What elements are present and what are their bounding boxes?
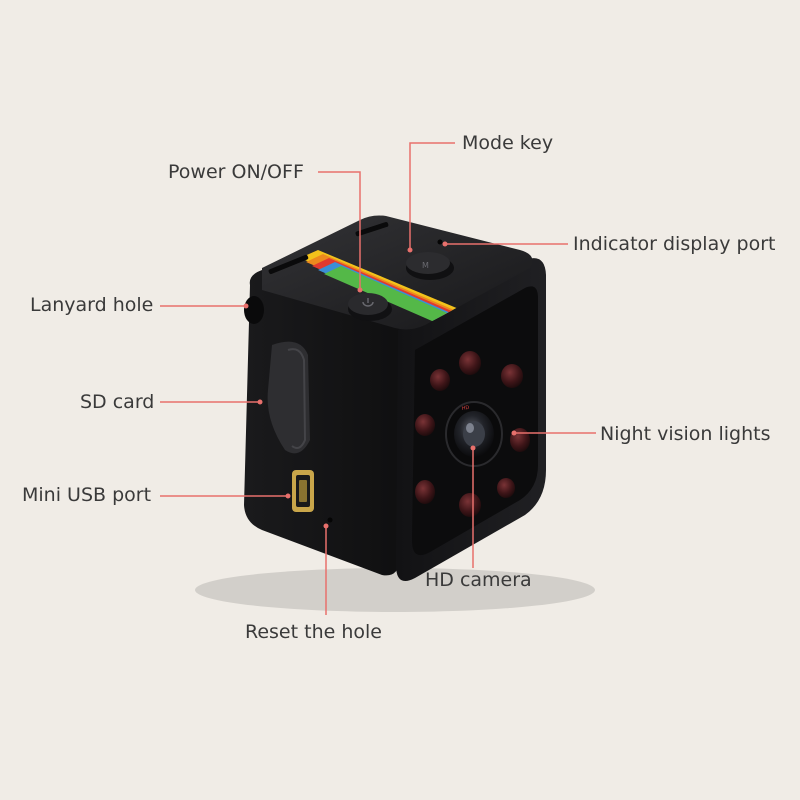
label-indicator: Indicator display port <box>573 233 776 255</box>
vent-slot <box>268 254 309 275</box>
label-lanyard: Lanyard hole <box>30 294 154 316</box>
mini-usb-port <box>292 470 314 512</box>
leader-lines <box>160 142 596 615</box>
mode-icon: M <box>422 261 429 270</box>
vent-slot <box>355 222 389 237</box>
leader-mode-key <box>409 142 455 250</box>
lens-icon <box>466 423 474 433</box>
night-vision-leds <box>415 351 530 517</box>
power-icon <box>362 298 374 307</box>
reset-hole <box>327 517 333 523</box>
label-mode-key: Mode key <box>462 132 554 154</box>
lanyard-hole <box>244 296 264 324</box>
label-reset: Reset the hole <box>245 621 382 643</box>
label-mini-usb: Mini USB port <box>22 484 152 506</box>
ground-shadow <box>195 568 595 612</box>
mode-button[interactable]: M <box>406 252 454 280</box>
label-hd-camera: HD camera <box>425 569 532 591</box>
sd-card-slot <box>267 341 310 454</box>
svg-text:HD: HD <box>461 405 470 412</box>
power-button[interactable] <box>348 293 392 321</box>
indicator-port <box>437 239 443 245</box>
leader-power <box>318 171 361 290</box>
label-sd-card: SD card <box>80 391 155 413</box>
label-night-vision: Night vision lights <box>600 423 771 445</box>
hd-camera-lens: HD <box>445 401 503 467</box>
label-power: Power ON/OFF <box>168 161 304 183</box>
